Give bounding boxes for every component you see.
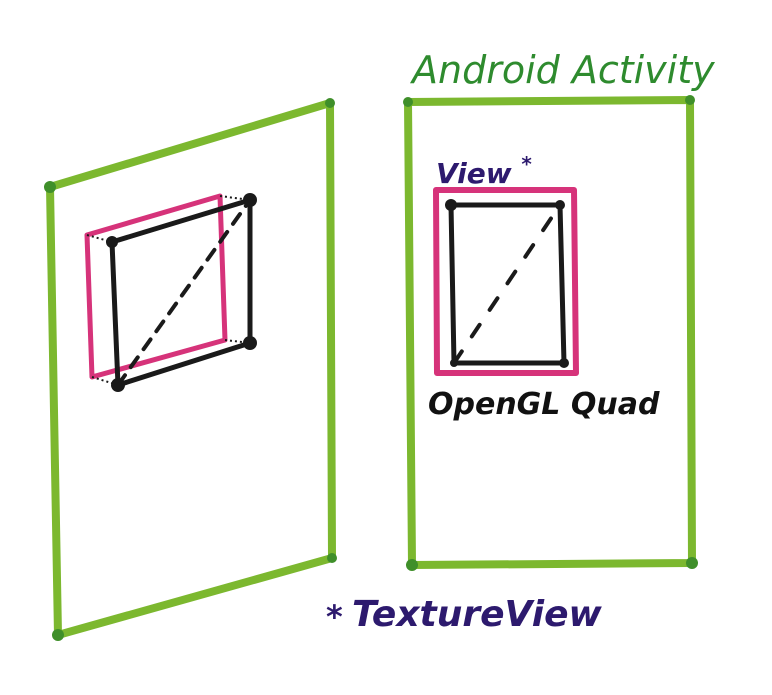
view-label: View *	[436, 152, 532, 190]
left-activity-corners	[44, 98, 337, 641]
right-quad-diagonal	[452, 203, 562, 365]
right-view-frame	[433, 187, 579, 376]
view-label-text: View	[436, 157, 512, 190]
view-label-marker: *	[521, 152, 532, 176]
left-perspective-panel	[44, 98, 337, 641]
footnote-text: TextureView	[352, 594, 603, 635]
left-quad-diagonal	[116, 198, 252, 387]
activity-label: Android Activity	[409, 48, 715, 92]
footnote: * TextureView	[326, 594, 603, 636]
left-quad-vertices	[106, 193, 257, 392]
left-opengl-quad	[109, 197, 253, 388]
opengl-quad-label: OpenGL Quad	[428, 387, 660, 422]
footnote-marker: *	[326, 598, 343, 636]
right-activity-corners	[403, 95, 698, 571]
right-quad-vertices	[445, 199, 569, 368]
left-view-frame	[84, 193, 228, 380]
right-front-panel: Android Activity View * OpenGL Quad	[403, 48, 715, 571]
